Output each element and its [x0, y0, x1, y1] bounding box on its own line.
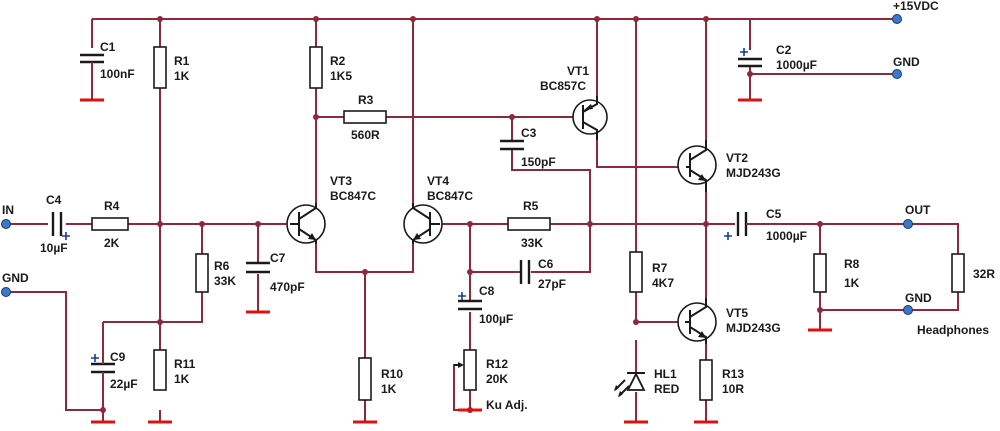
r8-ref: R8 [844, 257, 860, 271]
r3-ref: R3 [358, 93, 374, 107]
c9-value: 22µF [110, 377, 138, 391]
r11-ref: R11 [174, 357, 196, 371]
r6-value: 33K [214, 274, 237, 288]
wires [8, 18, 959, 422]
vt2-ref: VT2 [726, 151, 749, 165]
vt4-ref: VT4 [427, 174, 450, 188]
c1-value: 100nF [100, 67, 135, 81]
r1-ref: R1 [174, 54, 190, 68]
vcc-pin [892, 14, 902, 24]
gnd-out-pin [903, 305, 913, 315]
c8-ref: C8 [479, 284, 495, 298]
r11-body [153, 349, 167, 391]
r5-body [507, 217, 551, 231]
gnd-top-label: GND [893, 55, 920, 69]
vt1-value: BC857C [540, 79, 587, 93]
gnd-top-pin [892, 69, 902, 79]
vt3-ref: VT3 [330, 174, 353, 188]
r11-value: 1K [174, 372, 190, 386]
c6-value: 27pF [538, 277, 567, 291]
vt5-value: MJD243G [726, 321, 781, 335]
rl-body [951, 253, 965, 293]
vt3-value: BC847C [330, 189, 377, 203]
out-pin [903, 219, 913, 229]
r8-body [813, 253, 827, 293]
r4-ref: R4 [104, 199, 120, 213]
r6-ref: R6 [214, 259, 230, 273]
rl-value: 32R [973, 267, 996, 281]
c7-value: 470pF [270, 280, 305, 294]
c3-value: 150pF [521, 155, 556, 169]
r10-body [358, 357, 372, 401]
c3-ref: C3 [521, 126, 537, 140]
ku-adj-label: Ku Adj. [486, 398, 528, 412]
c5-value: 1000µF [766, 229, 807, 243]
r5-value: 33K [521, 236, 544, 250]
headphones-label: Headphones [917, 323, 990, 337]
r1-body [153, 46, 167, 89]
c4-value: 10µF [40, 241, 68, 255]
r7-ref: R7 [652, 261, 668, 275]
r1-value: 1K [174, 69, 190, 83]
ground-symbols [80, 98, 832, 424]
r10-ref: R10 [381, 367, 404, 381]
r13-value: 10R [722, 382, 745, 396]
r5-ref: R5 [523, 199, 539, 213]
r6-body [195, 253, 209, 293]
c6-ref: C6 [538, 257, 554, 271]
r12-body [463, 349, 477, 391]
r7-body [629, 251, 643, 293]
gnd-in-pin [1, 287, 11, 297]
led-hl1 [614, 371, 646, 397]
in-pin [1, 219, 11, 229]
r12-ref: R12 [486, 357, 509, 371]
r2-value: 1K5 [330, 69, 353, 83]
vt4-value: BC847C [427, 189, 474, 203]
hl1-value: RED [654, 382, 680, 396]
c1-ref: C1 [100, 40, 116, 54]
c2-value: 1000µF [776, 58, 817, 72]
junctions [100, 16, 823, 413]
r2-body [309, 46, 323, 89]
gnd-out-label: GND [905, 291, 932, 305]
c7-ref: C7 [270, 251, 286, 265]
terminal-pins [1, 14, 913, 315]
c5-ref: C5 [766, 207, 782, 221]
r12-value: 20K [486, 372, 509, 386]
vcc-label: +15VDC [893, 0, 939, 13]
vt5-ref: VT5 [726, 306, 749, 320]
vt1-ref: VT1 [567, 64, 590, 78]
c4-ref: C4 [46, 193, 62, 207]
transistors [286, 96, 717, 344]
in-label: IN [2, 203, 14, 217]
out-label: OUT [905, 203, 931, 217]
r4-body [91, 217, 129, 231]
r3-body [343, 110, 387, 124]
r13-body [699, 359, 713, 401]
capacitors [51, 48, 762, 384]
r3-value: 560R [351, 128, 380, 142]
hl1-ref: HL1 [654, 367, 677, 381]
r4-value: 2K [104, 236, 120, 250]
c2-ref: C2 [776, 43, 792, 57]
c9-ref: C9 [110, 350, 126, 364]
r8-value: 1K [844, 276, 860, 290]
c8-value: 100µF [479, 312, 514, 326]
gnd-in-label: GND [2, 271, 29, 285]
vt2-value: MJD243G [726, 166, 781, 180]
r7-value: 4K7 [652, 276, 675, 290]
r13-ref: R13 [722, 367, 745, 381]
r2-ref: R2 [330, 54, 346, 68]
resistors [91, 46, 965, 401]
r10-value: 1K [381, 382, 397, 396]
